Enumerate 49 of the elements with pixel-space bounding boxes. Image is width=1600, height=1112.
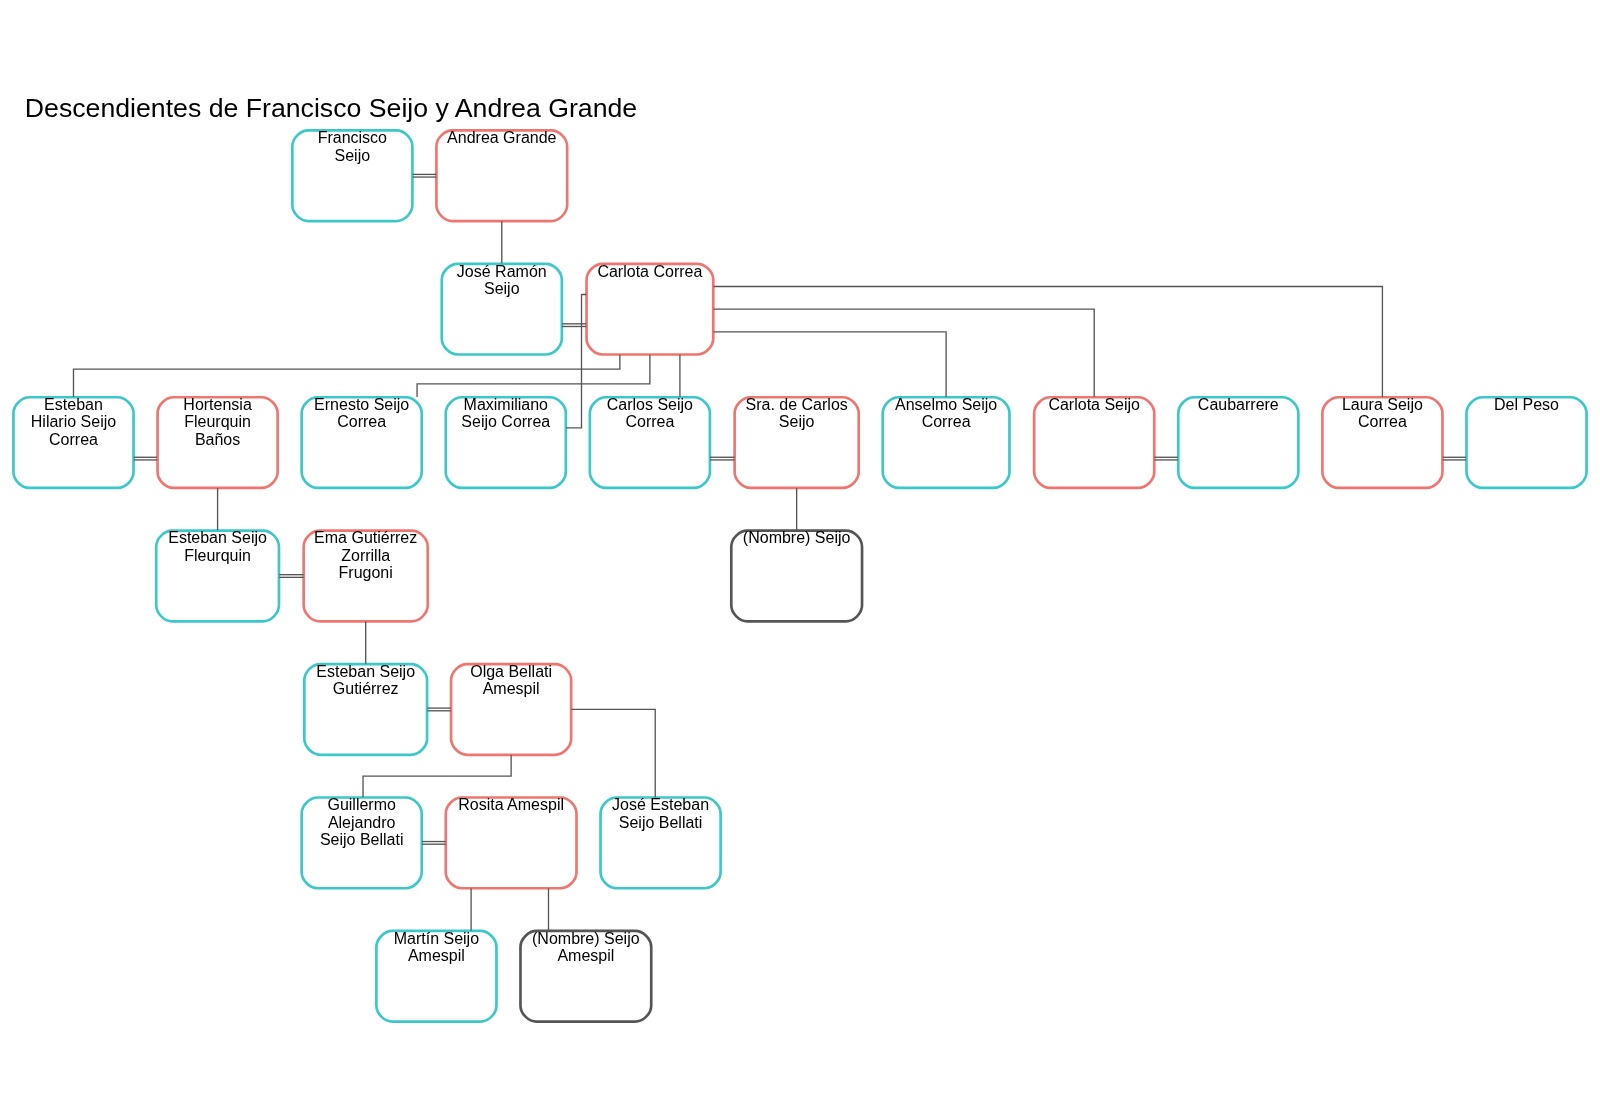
- node-box: Hortensia Fleurquin Baños: [156, 395, 279, 490]
- connector: [565, 293, 588, 429]
- node-box: Guillermo Alejandro Seijo Bellati: [300, 796, 424, 890]
- connector: [416, 354, 651, 398]
- connector: [796, 487, 798, 531]
- node-box: Ernesto Seijo Correa: [300, 395, 424, 490]
- connector: [426, 707, 452, 712]
- connector: [216, 487, 219, 531]
- node-box: Esteban Seijo Gutiérrez: [303, 662, 429, 757]
- connector: [712, 285, 1384, 398]
- node-box: José Esteban Seijo Bellati: [599, 796, 722, 890]
- node-box: Martín Seijo Amespil: [375, 929, 498, 1023]
- node-box: Esteban Hilario Seijo Correa: [12, 395, 135, 490]
- connector: [570, 708, 656, 798]
- node-box: Del Peso: [1465, 395, 1588, 490]
- node-box: Carlota Seijo: [1032, 395, 1156, 490]
- node-box: Anselmo Seijo Correa: [881, 395, 1011, 490]
- node-box: Olga Bellati Amespil: [449, 662, 573, 757]
- node-box: (Nombre) Seijo Amespil: [519, 929, 653, 1023]
- connector: [712, 308, 1095, 398]
- node-box: Esteban Seijo Fleurquin: [154, 529, 281, 623]
- connector: [412, 173, 437, 178]
- diagram-title: Descendientes de Francisco Seijo y Andrea Grande: [24, 93, 638, 124]
- node-box: José Ramón Seijo: [440, 262, 564, 356]
- node-box: Maximiliano Seijo Correa: [444, 395, 568, 490]
- connector: [561, 323, 587, 328]
- node-box: Laura Seijo Correa: [1321, 395, 1444, 490]
- connector: [421, 840, 447, 845]
- node-box: Andrea Grande: [435, 129, 569, 223]
- node-box: Carlota Correa: [585, 262, 715, 356]
- node-box: Rosita Amespil: [444, 796, 578, 890]
- node-box: Sra. de Carlos Seijo: [733, 395, 861, 490]
- connector: [133, 456, 158, 461]
- connector: [547, 887, 550, 932]
- connector: [365, 620, 367, 665]
- node-box: Caubarrere: [1176, 395, 1300, 490]
- node-box: Francisco Seijo: [290, 129, 414, 223]
- node-box: Ema Gutiérrez Zorrilla Frugoni: [302, 529, 430, 623]
- connector: [501, 220, 503, 265]
- node-box: Carlos Seijo Correa: [588, 395, 712, 490]
- connector: [712, 331, 947, 398]
- connector: [278, 574, 305, 578]
- node-box: (Nombre) Seijo: [729, 529, 864, 623]
- connector: [72, 354, 621, 398]
- connector: [1442, 456, 1467, 461]
- connector: [1153, 456, 1179, 461]
- connector: [679, 354, 681, 398]
- connector: [709, 456, 736, 461]
- connector: [470, 887, 472, 932]
